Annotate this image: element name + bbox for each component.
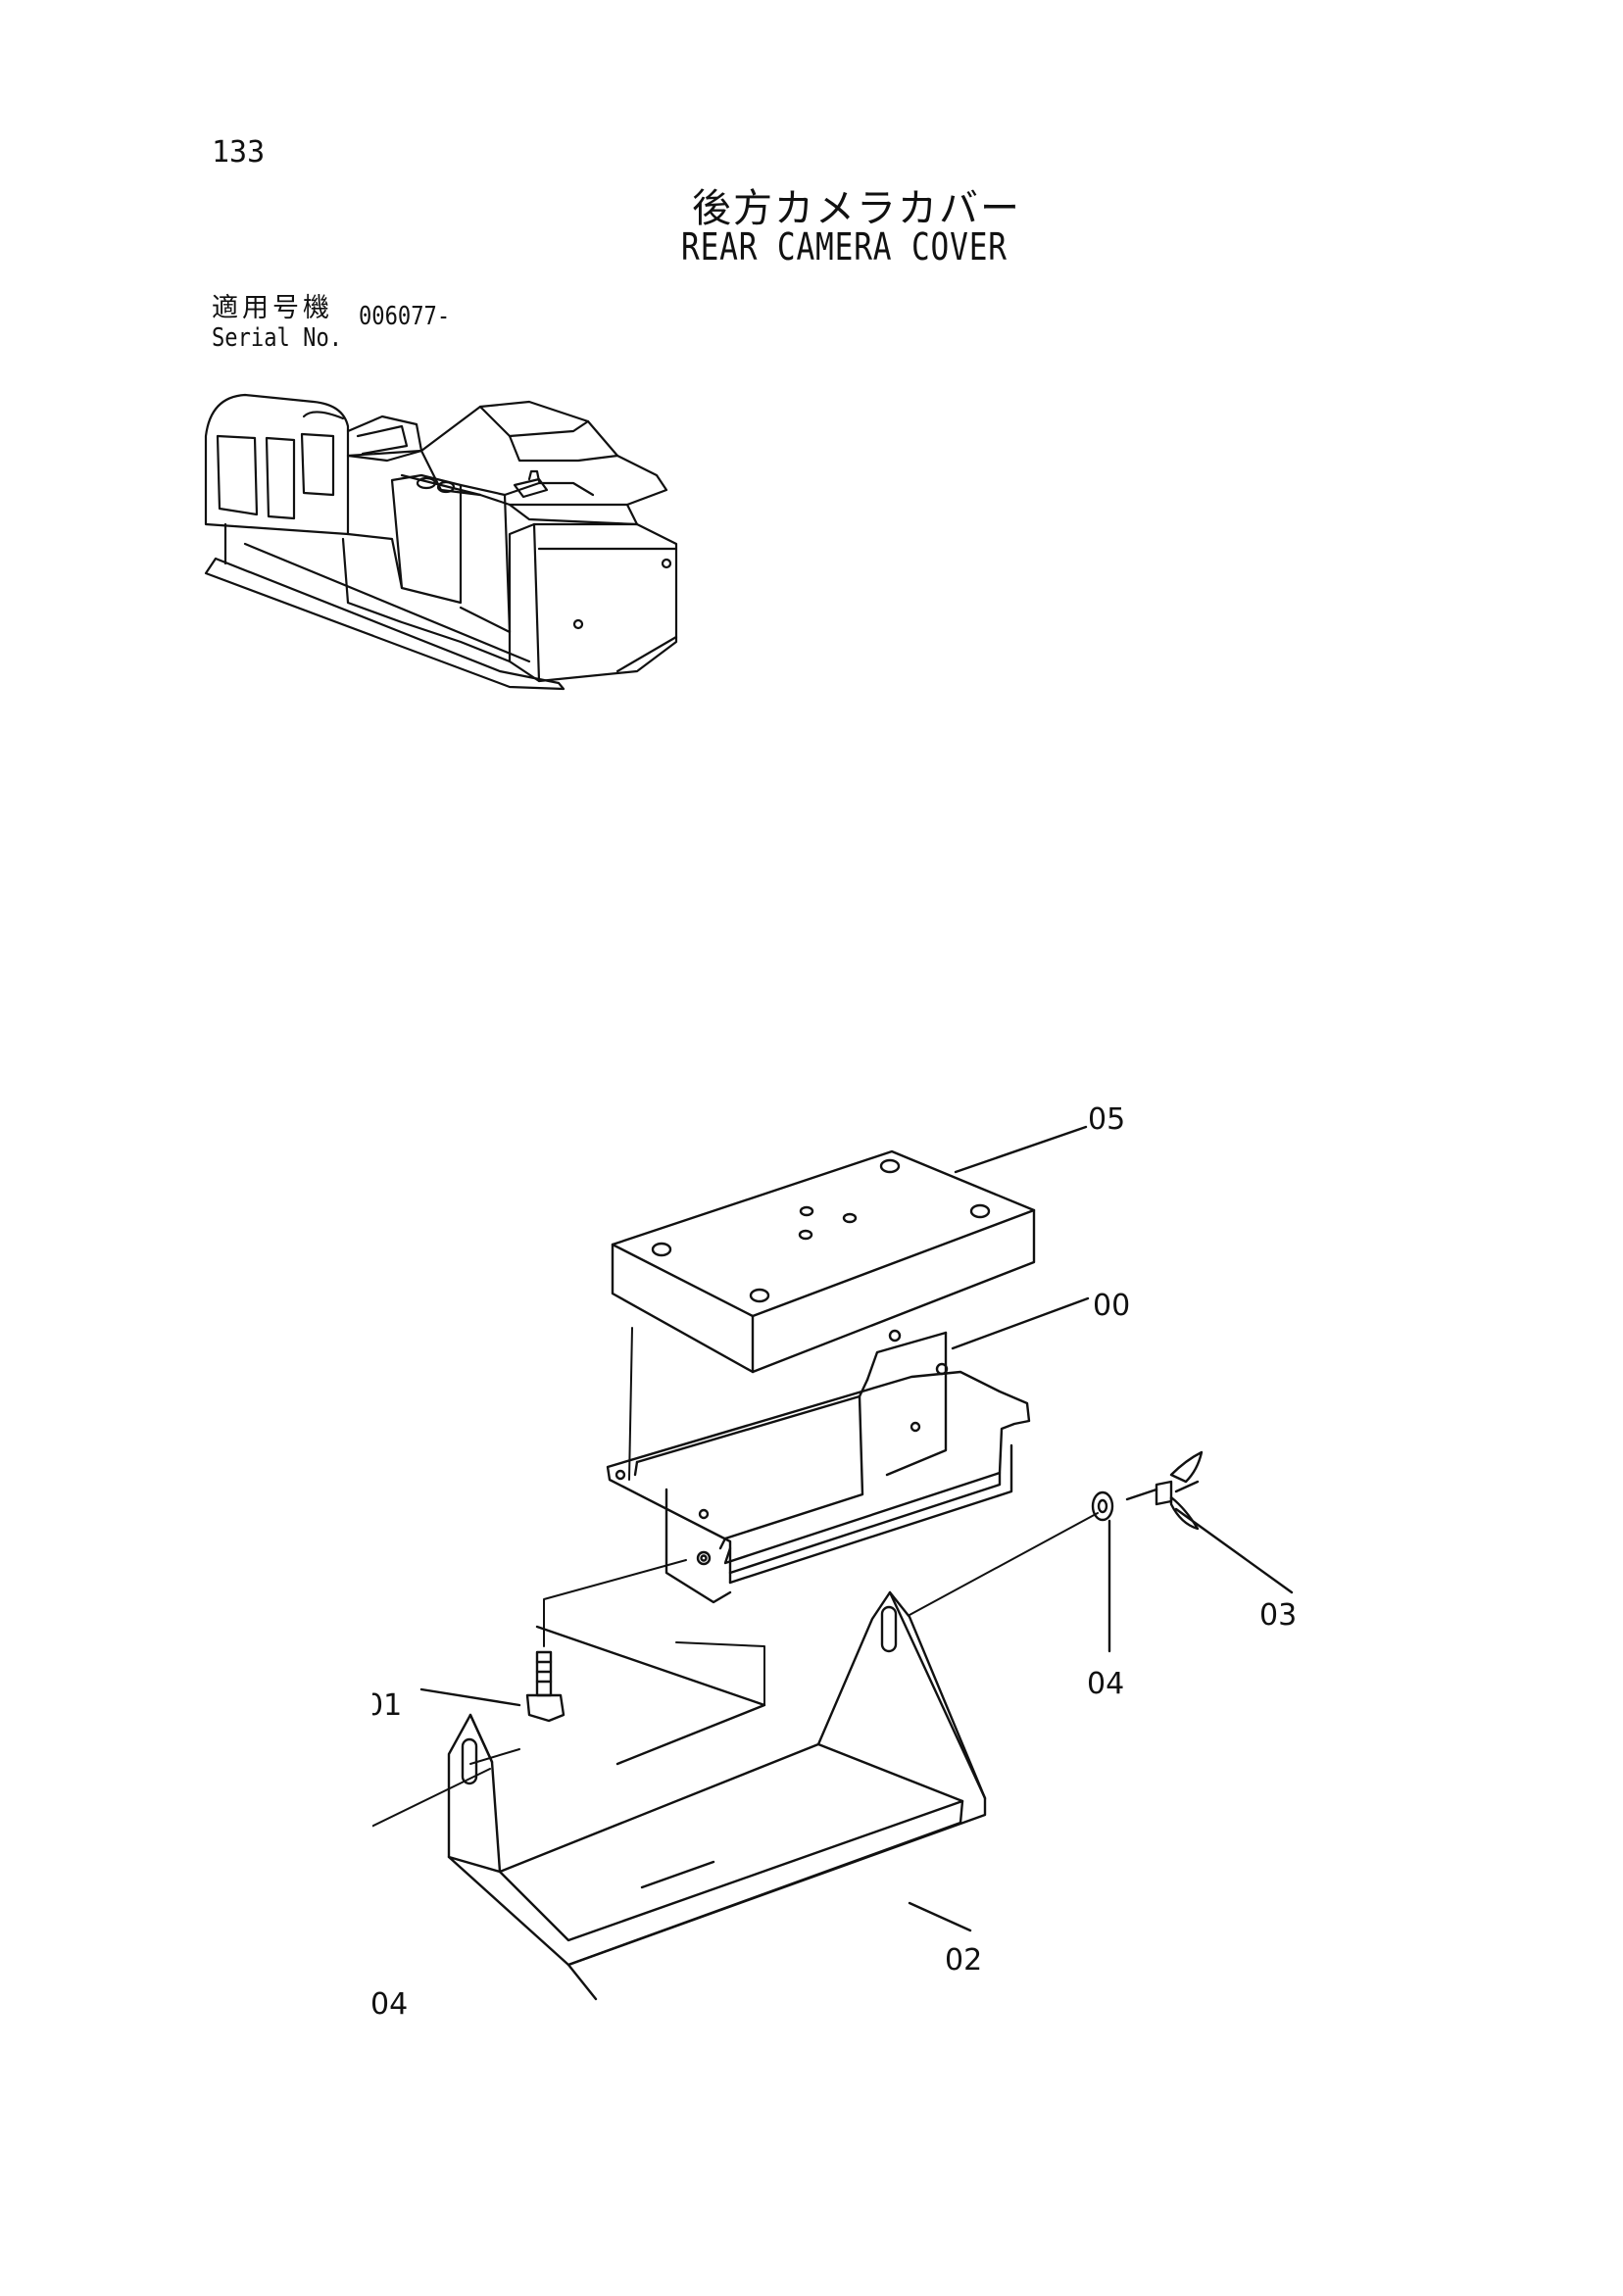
- part-02-stand: [447, 1590, 987, 2001]
- part-03-wing-nut-right: [1125, 1450, 1294, 1594]
- excavator-overview-illustration: [204, 393, 678, 691]
- part-00-bracket: [606, 1296, 1090, 1604]
- label-part-05: 05: [1088, 1102, 1125, 1137]
- label-part-00: 00: [1093, 1289, 1130, 1323]
- label-part-03-right: 03: [1259, 1598, 1297, 1633]
- part-04-washer-right: [909, 1490, 1114, 1653]
- part-01-bolt: [419, 1559, 687, 1723]
- serial-label-japanese: 適用号機: [212, 293, 333, 323]
- part-04-washer-left: [372, 1748, 520, 1828]
- title-english: REAR CAMERA COVER: [681, 225, 1008, 269]
- label-part-02: 02: [945, 1943, 982, 1978]
- part-05-cover-plate: [611, 1125, 1088, 1374]
- rear-camera-cover-exploded-diagram: 05 00 03 04 01 02 04 03: [372, 1102, 1297, 2022]
- label-part-04-left: 04: [372, 1987, 408, 2022]
- label-part-04-right: 04: [1087, 1667, 1124, 1701]
- serial-label-english: Serial No.: [212, 323, 343, 353]
- page-number: 133: [212, 135, 266, 170]
- serial-number-value: 006077-: [359, 302, 451, 331]
- title-japanese: 後方カメラカバー: [692, 186, 1021, 231]
- label-part-01: 01: [372, 1688, 402, 1723]
- part-callout-labels: 05 00 03 04 01 02 04 03: [372, 1102, 1297, 2022]
